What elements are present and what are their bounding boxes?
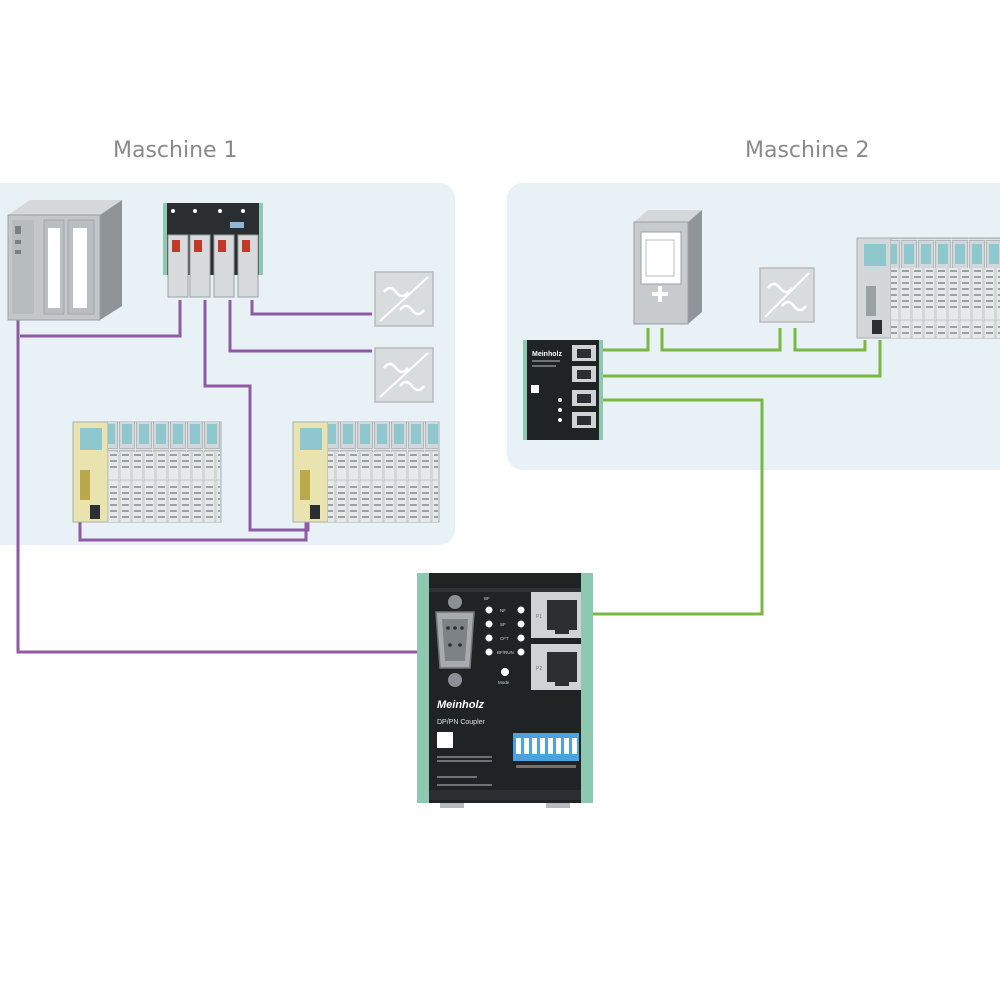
profinet-switch-to-coupler bbox=[578, 398, 764, 616]
plc-icon bbox=[7, 200, 122, 321]
profinet-drive-to-io bbox=[793, 328, 867, 352]
profibus-repeater-to-io-2 bbox=[203, 300, 310, 532]
port-label-2: P2 bbox=[536, 666, 542, 672]
profibus-io-1-to-io-2 bbox=[78, 520, 308, 542]
profinet-hmi-to-drive bbox=[660, 328, 782, 352]
dip-switch bbox=[513, 733, 579, 768]
io-station-icon bbox=[856, 237, 1000, 339]
profibus-plc-to-coupler bbox=[16, 318, 445, 654]
repeater-icon bbox=[163, 203, 263, 298]
drive-icon bbox=[374, 347, 434, 403]
led-label-left: BF bbox=[484, 596, 490, 601]
drive-icon bbox=[759, 267, 815, 323]
io-station-icon bbox=[292, 421, 440, 523]
profibus-plc-to-repeater bbox=[20, 300, 182, 338]
led-label-2: SF bbox=[500, 622, 506, 627]
led-label-3: CFT bbox=[500, 636, 509, 641]
db9-connector bbox=[435, 595, 475, 687]
drive-icon bbox=[374, 271, 434, 327]
hmi-icon bbox=[633, 210, 702, 325]
coupler-brand: Meinholz bbox=[437, 699, 485, 711]
coupler-product: DP/PN Coupler bbox=[437, 719, 486, 726]
led-label-1: NF bbox=[500, 608, 506, 613]
switch-icon: Meinholz bbox=[523, 340, 603, 440]
coupler-qr bbox=[437, 732, 453, 748]
ethernet-ports: P1 P2 bbox=[531, 592, 581, 690]
status-leds: NF SF CFT BF/RUN Mode BF bbox=[484, 596, 525, 685]
profibus-repeater-to-drive-1 bbox=[250, 300, 372, 316]
led-label-4: BF/RUN bbox=[497, 650, 514, 655]
port-label-1: P1 bbox=[536, 614, 542, 620]
switch-brand: Meinholz bbox=[532, 351, 562, 358]
io-station-icon bbox=[72, 421, 222, 523]
profibus-repeater-to-drive-2 bbox=[228, 300, 372, 353]
profinet-switch-to-hmi bbox=[603, 328, 650, 352]
profinet-cables bbox=[578, 328, 882, 616]
machine-1-label: Maschine 1 bbox=[113, 138, 238, 163]
machine-2-label: Maschine 2 bbox=[745, 138, 870, 163]
profibus-cables bbox=[16, 300, 445, 654]
profinet-switch-to-io bbox=[603, 340, 882, 378]
coupler-icon: NF SF CFT BF/RUN Mode BF P1 P2 Meinholz … bbox=[417, 573, 593, 808]
led-label-mode: Mode bbox=[498, 680, 510, 685]
